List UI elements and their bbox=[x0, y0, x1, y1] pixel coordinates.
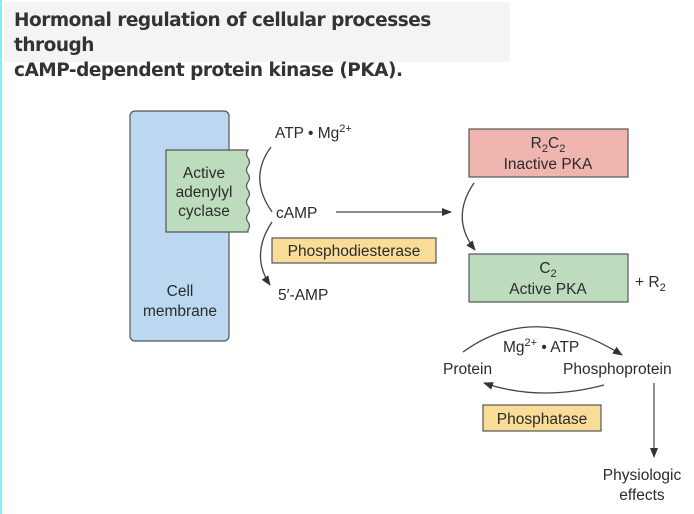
cyclase-label-2: adenylyl bbox=[176, 184, 233, 201]
phosphatase-box bbox=[482, 404, 602, 432]
phosphodiesterase-label: Phosphodiesterase bbox=[288, 243, 421, 260]
camp-to-amp-curve bbox=[259, 221, 273, 286]
effects-label-2: effects bbox=[619, 487, 665, 504]
active-pka-formula: C2 bbox=[539, 260, 556, 280]
effects-label-1: Physiologic bbox=[603, 467, 682, 484]
protein-label: Protein bbox=[443, 361, 492, 378]
mg-atp-label: Mg2+ • ATP bbox=[503, 337, 579, 356]
plus-r2-label: + R2 bbox=[635, 274, 666, 294]
inactive-pka-label: Inactive PKA bbox=[504, 156, 593, 173]
camp-label: cAMP bbox=[276, 205, 317, 222]
active-pka-label: Active PKA bbox=[509, 281, 587, 298]
left-accent-bar bbox=[0, 0, 2, 514]
phosphatase-label: Phosphatase bbox=[497, 411, 588, 428]
amp-label: 5′-AMP bbox=[278, 287, 328, 304]
adenylyl-cyclase-box bbox=[165, 149, 251, 233]
caption-line-1: Hormonal regulation of cellular processe… bbox=[14, 10, 431, 56]
phosphodiesterase-box bbox=[271, 237, 437, 264]
cell-membrane-label-2: membrane bbox=[143, 303, 217, 320]
active-pka-box bbox=[468, 253, 629, 303]
caption-box: Hormonal regulation of cellular processe… bbox=[4, 2, 510, 81]
cyclase-label-3: cyclase bbox=[178, 203, 230, 220]
atp-to-camp-curve bbox=[259, 146, 273, 213]
caption-title: Hormonal regulation of cellular processe… bbox=[14, 8, 514, 83]
phosphorylation-arrow bbox=[462, 326, 623, 356]
cell-membrane-label-1: Cell bbox=[167, 283, 194, 300]
caption-line-2: cAMP-dependent protein kinase (PKA). bbox=[14, 60, 403, 81]
inactive-to-active-curve bbox=[461, 182, 476, 251]
phosphoprotein-label: Phosphoprotein bbox=[563, 361, 672, 378]
dephosphorylation-arrow bbox=[483, 382, 605, 394]
atp-mg-label: ATP • Mg2+ bbox=[275, 123, 352, 142]
cyclase-label-1: Active bbox=[183, 165, 225, 182]
inactive-pka-box bbox=[468, 128, 629, 178]
inactive-pka-formula: R2C2 bbox=[531, 135, 566, 155]
